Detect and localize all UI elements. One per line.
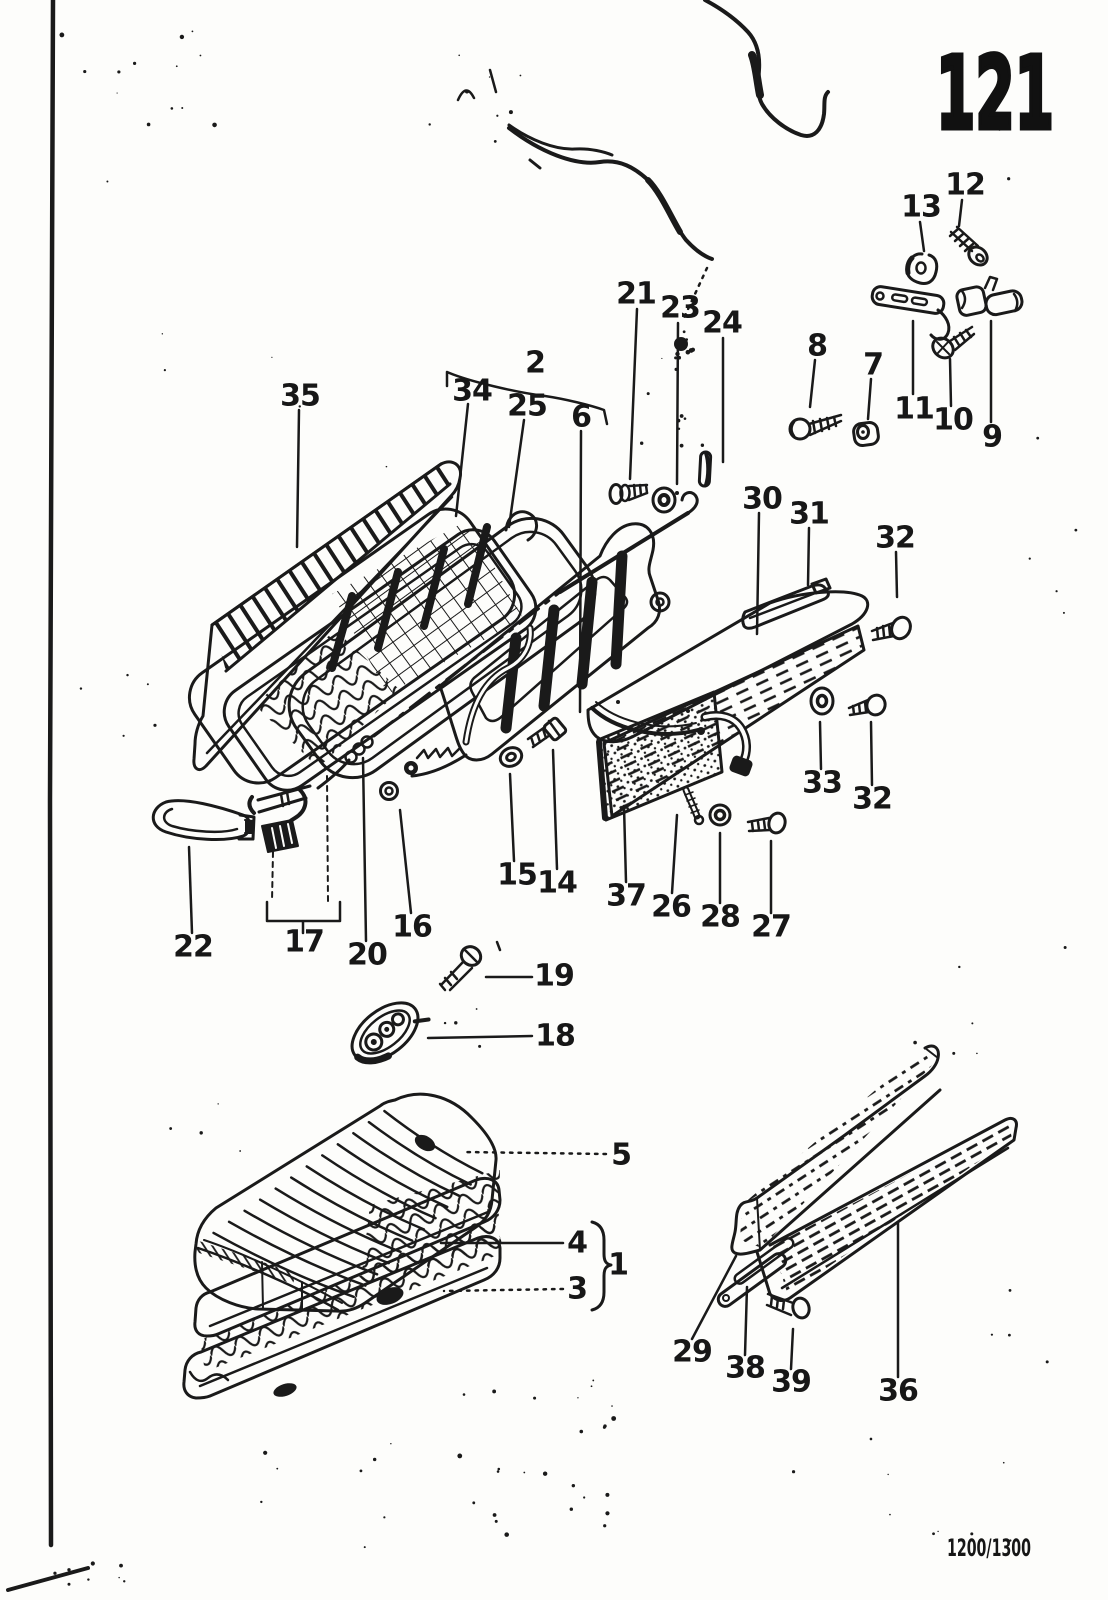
callout-22: 22 bbox=[173, 929, 214, 965]
callout-33: 33 bbox=[802, 765, 843, 801]
part-27-screw bbox=[746, 811, 787, 835]
callout-38: 38 bbox=[725, 1350, 766, 1386]
callout-25: 25 bbox=[507, 388, 548, 424]
part-19-screw bbox=[438, 940, 502, 992]
part-22-loop bbox=[151, 799, 256, 841]
catalog-ref: 1200/1300 bbox=[947, 1534, 1031, 1562]
part-21-bolt bbox=[608, 483, 649, 505]
callout-15: 15 bbox=[497, 857, 538, 893]
callout-7: 7 bbox=[863, 347, 884, 383]
callout-5: 5 bbox=[611, 1137, 632, 1173]
part-36-mats bbox=[730, 1044, 1018, 1303]
scan-specks bbox=[53, 30, 1078, 1586]
part-24-pin bbox=[697, 450, 713, 488]
scan-edge-line bbox=[6, 0, 90, 1592]
callout-36: 36 bbox=[878, 1373, 919, 1409]
part-8-screw bbox=[788, 413, 843, 441]
part-7-grommet bbox=[852, 420, 880, 448]
part-26-strap bbox=[682, 710, 753, 826]
callout-13: 13 bbox=[901, 189, 942, 225]
callout-27: 27 bbox=[751, 909, 792, 945]
part-10-screw bbox=[931, 325, 976, 360]
part-37-board bbox=[596, 690, 724, 822]
callout-18: 18 bbox=[535, 1018, 576, 1054]
callout-26: 26 bbox=[651, 889, 692, 925]
part-9-cylinder bbox=[955, 275, 1024, 317]
callout-16: 16 bbox=[392, 909, 433, 945]
part-34-backrest-frame bbox=[187, 507, 538, 792]
part-12-screw bbox=[948, 225, 989, 267]
page-number: 121 bbox=[936, 35, 1054, 152]
callout-32-b: 32 bbox=[852, 781, 893, 817]
cushion-bottom-frame bbox=[182, 1235, 502, 1400]
part-38-strip bbox=[716, 1237, 795, 1308]
callout-34: 34 bbox=[452, 373, 493, 409]
callout-21: 21 bbox=[616, 276, 657, 312]
callout-32: 32 bbox=[875, 520, 916, 556]
callout-19: 19 bbox=[534, 958, 575, 994]
part-31-rail bbox=[741, 577, 832, 630]
callout-23: 23 bbox=[660, 290, 701, 326]
callout-28: 28 bbox=[700, 899, 741, 935]
callout-8: 8 bbox=[807, 328, 828, 364]
part-18-clamp bbox=[350, 1001, 431, 1065]
part-33-washer bbox=[809, 686, 835, 716]
callout-29: 29 bbox=[672, 1334, 713, 1370]
callout-39: 39 bbox=[771, 1364, 812, 1400]
callout-10: 10 bbox=[933, 402, 974, 438]
callout-30: 30 bbox=[742, 481, 783, 517]
part-11-bracket bbox=[870, 285, 951, 341]
part-32-screw-lower bbox=[847, 693, 887, 717]
callout-12: 12 bbox=[945, 167, 986, 203]
part-28-washer bbox=[708, 803, 732, 827]
part-16-ring bbox=[379, 781, 399, 801]
callout-9: 9 bbox=[982, 419, 1003, 455]
part-6-frame bbox=[404, 522, 671, 778]
callout-11: 11 bbox=[894, 391, 935, 427]
callout-14: 14 bbox=[537, 865, 578, 901]
callout-35: 35 bbox=[280, 378, 321, 414]
scan-squiggles bbox=[456, 0, 830, 261]
callout-17: 17 bbox=[284, 924, 325, 960]
part-23-washer bbox=[651, 486, 679, 514]
part-32-screw-upper bbox=[870, 615, 912, 642]
part-3-springs bbox=[200, 1170, 505, 1372]
callout-1: 1 bbox=[608, 1247, 629, 1283]
callout-6: 6 bbox=[571, 399, 592, 435]
part-39-screw bbox=[765, 1292, 811, 1320]
callout-24: 24 bbox=[702, 305, 743, 341]
leader-lines bbox=[187, 198, 993, 1379]
part-14-bolt bbox=[526, 716, 568, 749]
callout-4: 4 bbox=[567, 1225, 588, 1261]
callout-brackets bbox=[265, 370, 613, 1312]
part-13-clip bbox=[905, 252, 939, 285]
callout-3: 3 bbox=[567, 1271, 588, 1307]
part-15-washer bbox=[498, 746, 524, 768]
callout-2: 2 bbox=[525, 345, 546, 381]
callout-20: 20 bbox=[347, 937, 388, 973]
callout-31: 31 bbox=[789, 496, 830, 532]
part-17-lever bbox=[247, 784, 312, 853]
callout-37: 37 bbox=[606, 878, 647, 914]
